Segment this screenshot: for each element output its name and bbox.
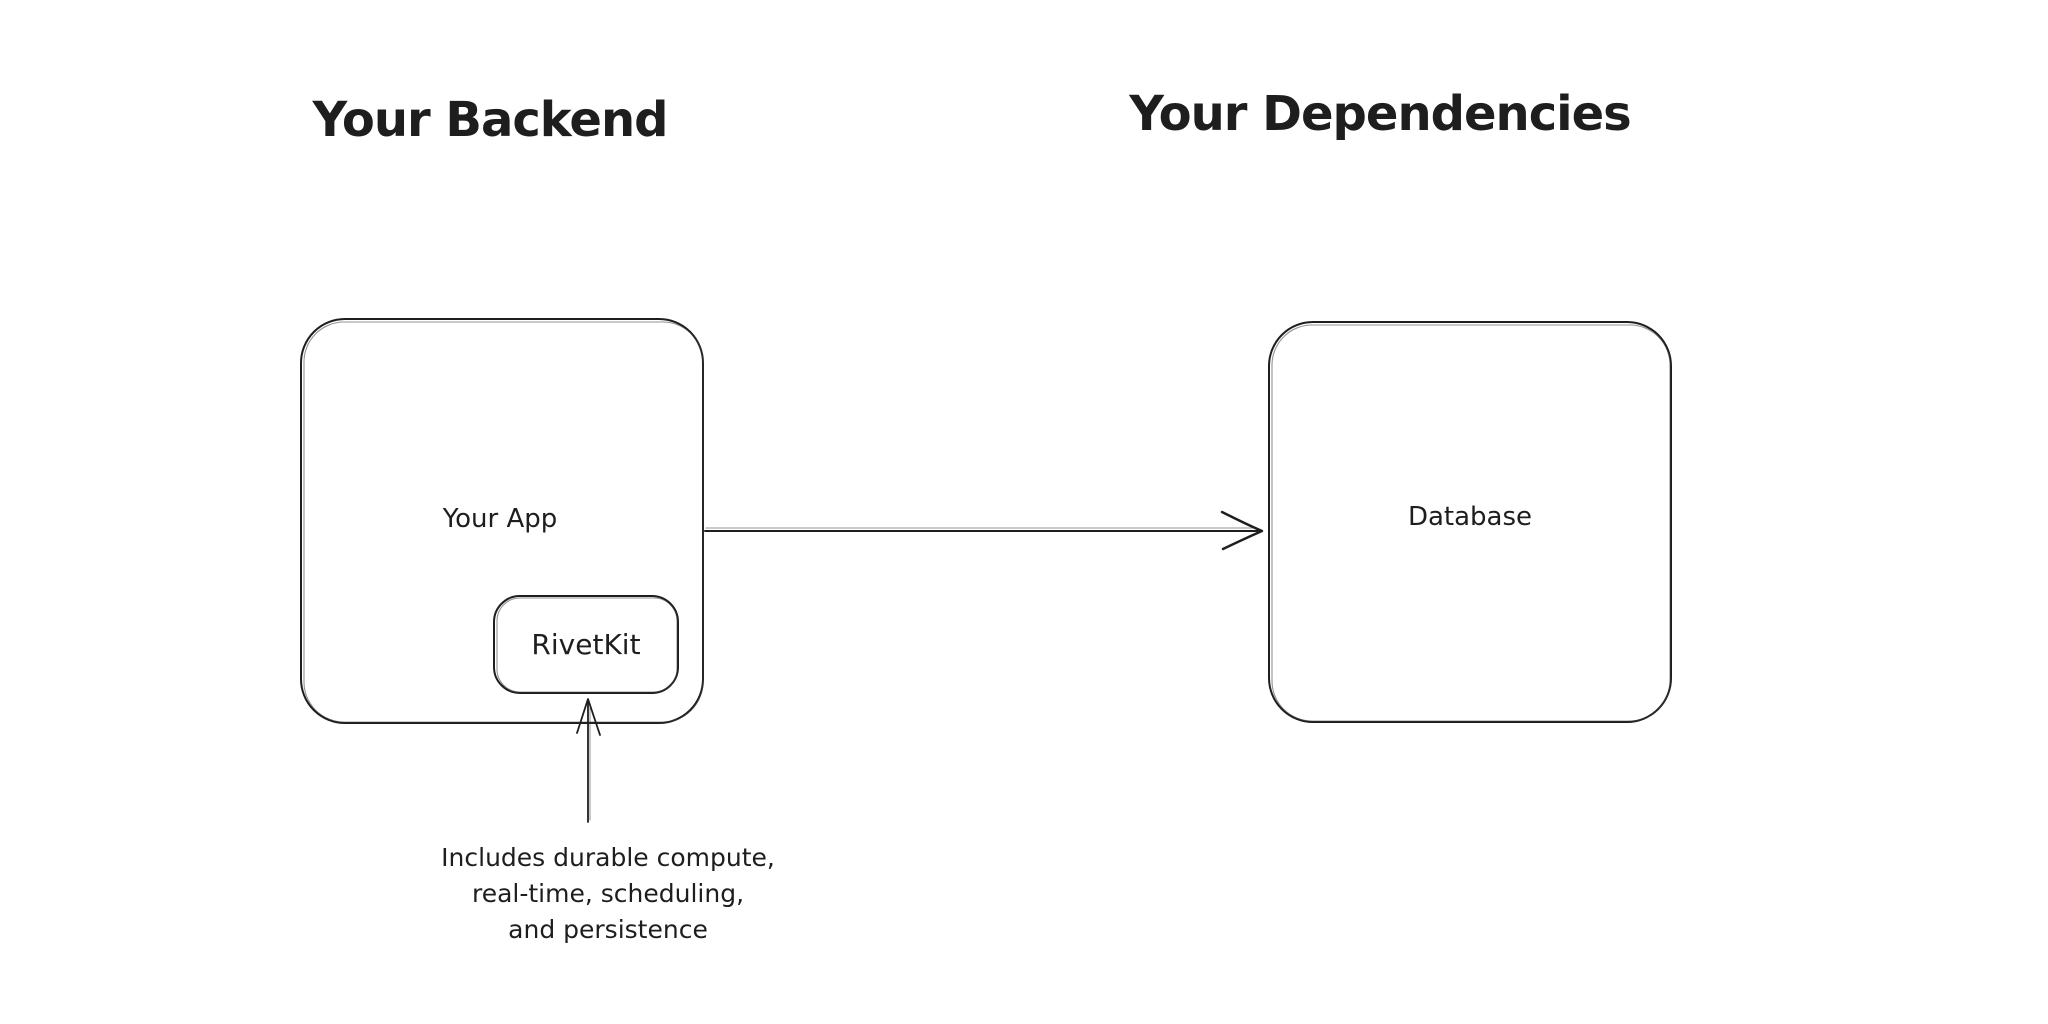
rivetkit-annotation: Includes durable compute, real-time, sch…	[441, 840, 775, 948]
your-app-box	[300, 318, 704, 724]
your-app-label: Your App	[442, 504, 558, 534]
database-box	[1268, 321, 1672, 723]
annotation-line-3: and persistence	[508, 915, 708, 944]
rivetkit-box	[493, 595, 679, 694]
annotation-line-1: Includes durable compute,	[441, 843, 775, 872]
annotation-arrow	[576, 698, 601, 823]
rivetkit-label: RivetKit	[531, 628, 641, 661]
arrowhead-up-icon	[576, 698, 601, 736]
annotation-line-2: real-time, scheduling,	[471, 879, 745, 908]
title-your-dependencies: Your Dependencies	[1129, 86, 1631, 142]
database-label: Database	[1407, 502, 1533, 532]
title-your-backend: Your Backend	[312, 92, 668, 148]
app-to-database-arrow	[704, 510, 1264, 551]
arrowhead-right-icon	[1220, 510, 1264, 551]
